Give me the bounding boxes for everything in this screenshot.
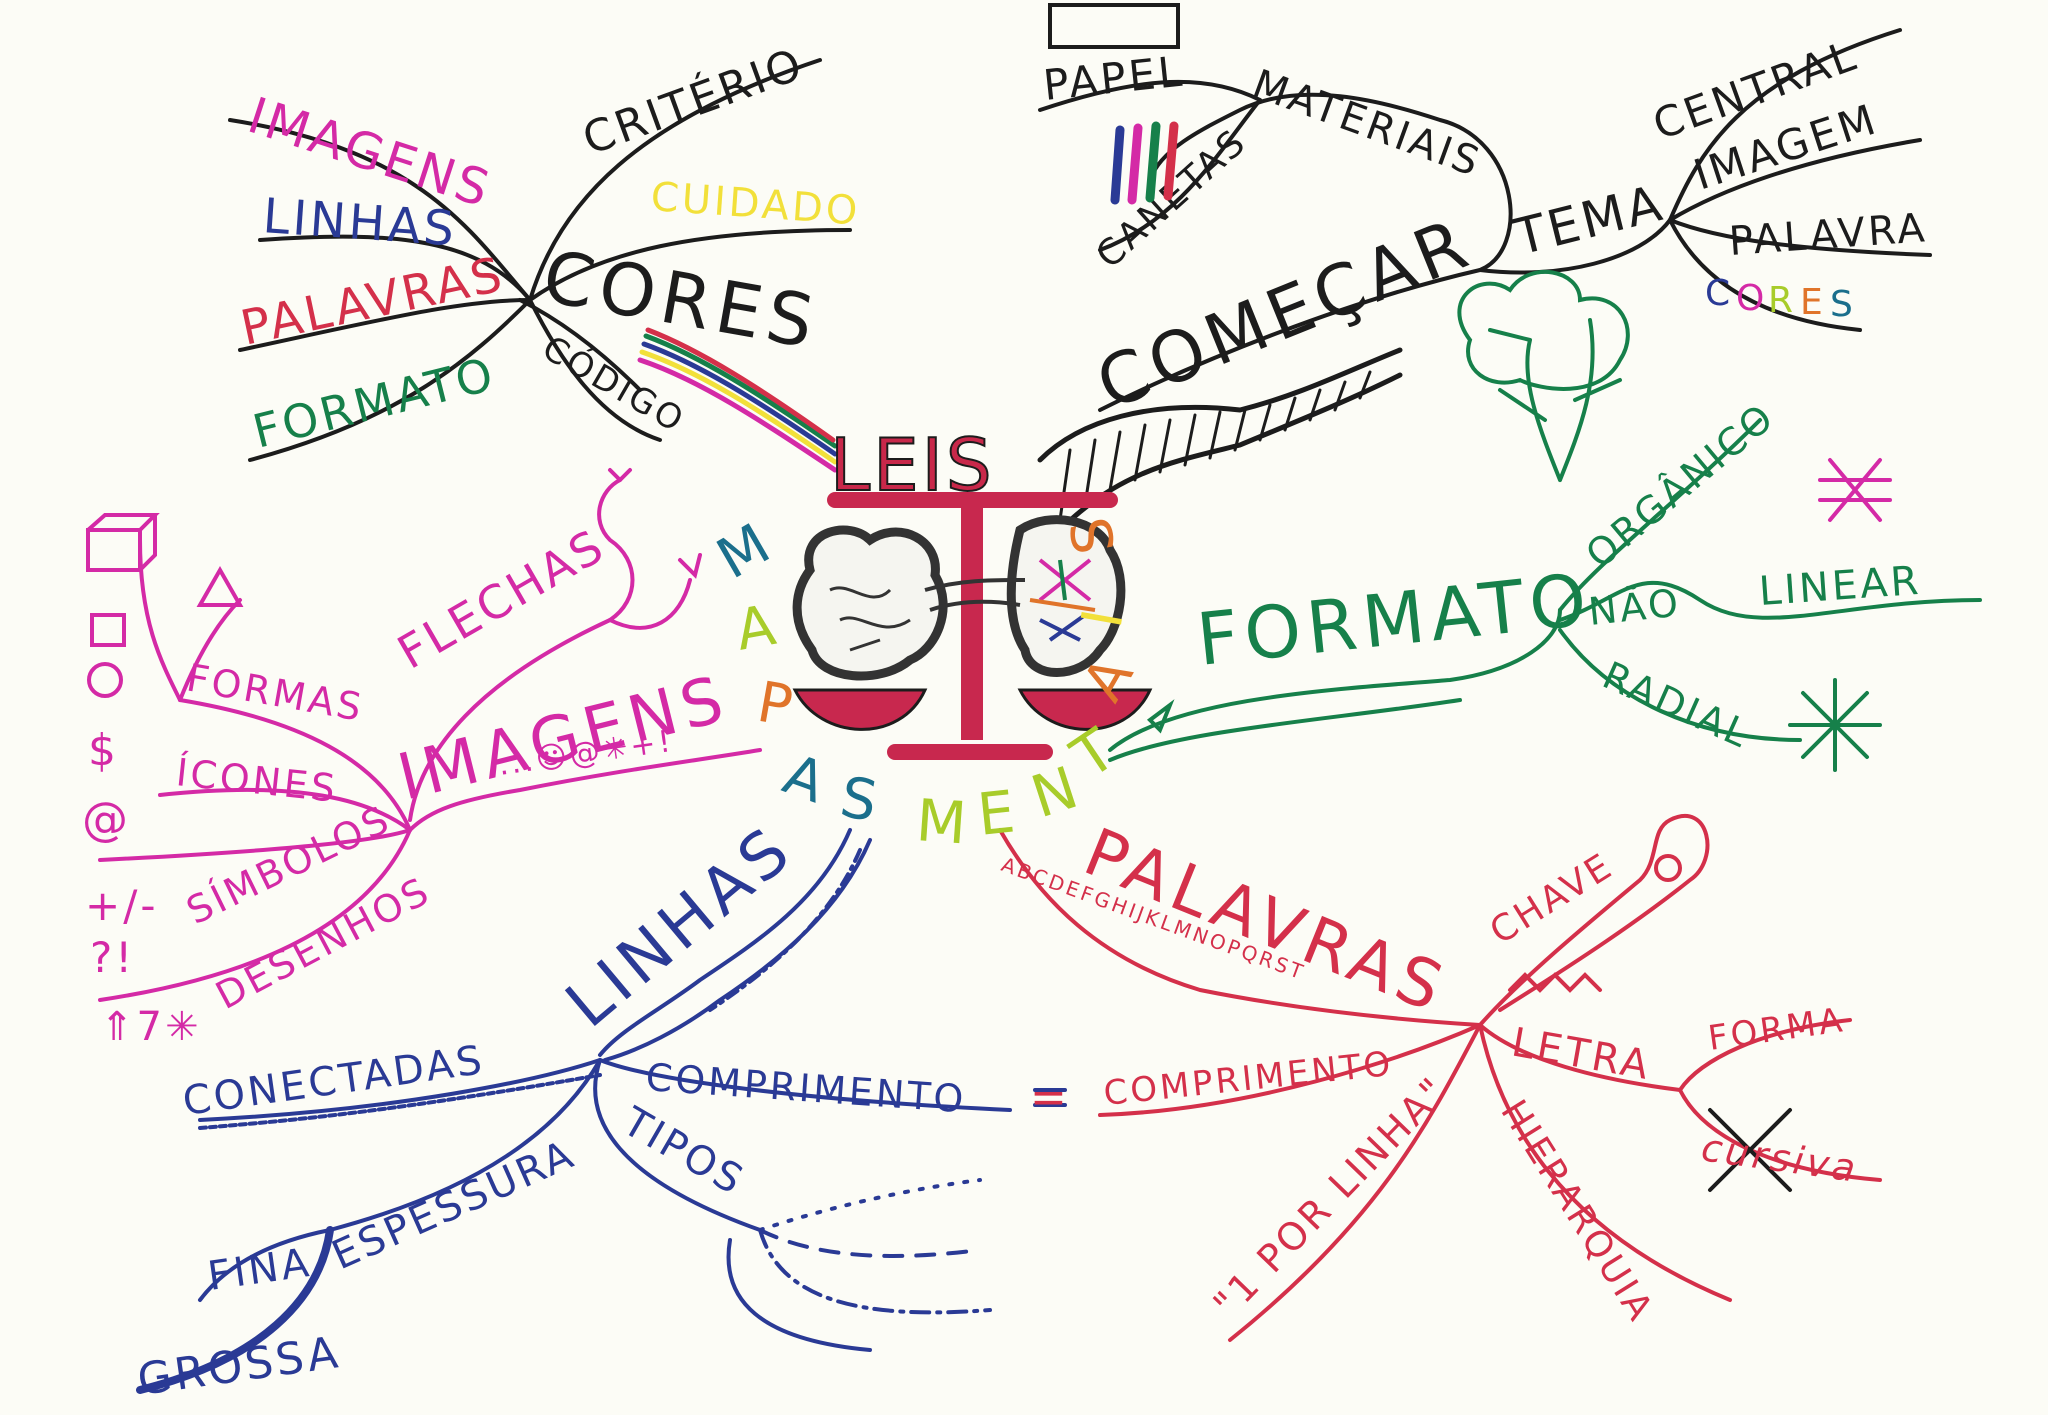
imagens-flechas-label: FLECHAS [389, 518, 615, 680]
comecar-papel-label: PAPEL [1041, 46, 1187, 110]
branch-palavras [998, 814, 1882, 1342]
center-mapas-p: P [753, 670, 801, 740]
linhas-grossa-label: GROSSA [134, 1327, 343, 1406]
formato-main-label: FORMATO [1193, 557, 1596, 682]
branch-cores [228, 58, 852, 473]
palavras-forma-label: FORMA [1706, 1000, 1848, 1059]
palavras-letra-label: LETRA [1508, 1020, 1654, 1090]
plusminus-icon: +/- [85, 881, 159, 930]
comecar-cores-label: C O R E S [1705, 273, 1856, 325]
branch-formato [1108, 270, 1982, 772]
dollar-icon: $ [88, 725, 119, 776]
imagens-icones-label: ÍCONES [174, 750, 340, 811]
scale-icon [792, 492, 1153, 760]
formato-nao-label: NÃO [1586, 581, 1683, 634]
center-mentais-m: M [914, 786, 972, 858]
linhas-comprimento-label: COMPRIMENTO [644, 1055, 967, 1121]
cores-palavras-label: PALAVRAS [236, 246, 510, 356]
question-icon: ?! [90, 933, 135, 982]
pens-icon [1110, 121, 1179, 205]
comecar-palavra-label: PALAVRA [1727, 205, 1929, 265]
svg-text:C: C [1705, 273, 1733, 314]
central-image: LEIS M A P A S M E N T A [707, 422, 1153, 858]
linhas-fina-label: FINA [205, 1240, 314, 1300]
branch-comecar [1037, 3, 1932, 533]
center-mapas-s: S [836, 765, 885, 836]
cores-criterio-label: CRITÉRIO [576, 36, 811, 165]
formato-radial-label: RADIAL [1596, 653, 1757, 757]
equals-sign: = [1030, 1072, 1070, 1123]
palavras-comprimento-label: COMPRIMENTO [1102, 1044, 1395, 1114]
at-icon: @ [82, 792, 131, 846]
center-mapas-a2: A [775, 742, 836, 817]
palavras-chave-label: CHAVE [1483, 845, 1621, 952]
cores-formato-label: FORMATO [248, 346, 501, 458]
linhas-espessura-label: ESPESSURA [325, 1131, 582, 1279]
center-mentais-e: E [974, 777, 1021, 849]
misc-drawing-icon: ⇑7✳ [100, 1004, 201, 1050]
formato-organico-label: ORGÂNICO [1578, 394, 1784, 577]
cores-cuidado-label: CUIDADO [649, 174, 861, 235]
svg-text:E: E [1800, 282, 1826, 323]
branch-imagens [86, 468, 762, 1002]
svg-text:R: R [1768, 280, 1796, 321]
center-mapas-a1: A [731, 593, 783, 664]
branch-linhas [136, 828, 1067, 1394]
imagens-formas-label: FORMAS [183, 656, 367, 730]
center-mapas-m: M [707, 510, 784, 592]
linhas-main-label: LINHAS [553, 811, 808, 1042]
formato-linear-label: LINEAR [1757, 558, 1922, 615]
svg-text:O: O [1736, 278, 1767, 319]
comecar-tema-label: TEMA [1508, 174, 1670, 267]
palavras-hierarquia-label: HIERARQUIA [1492, 1093, 1661, 1330]
palavras-por-linha-label: "1 POR LINHA" [1205, 1068, 1457, 1327]
cores-linhas-label: LINHAS [261, 188, 459, 257]
svg-text:S: S [1830, 284, 1856, 325]
linhas-tipos-label: TIPOS [614, 1098, 752, 1204]
